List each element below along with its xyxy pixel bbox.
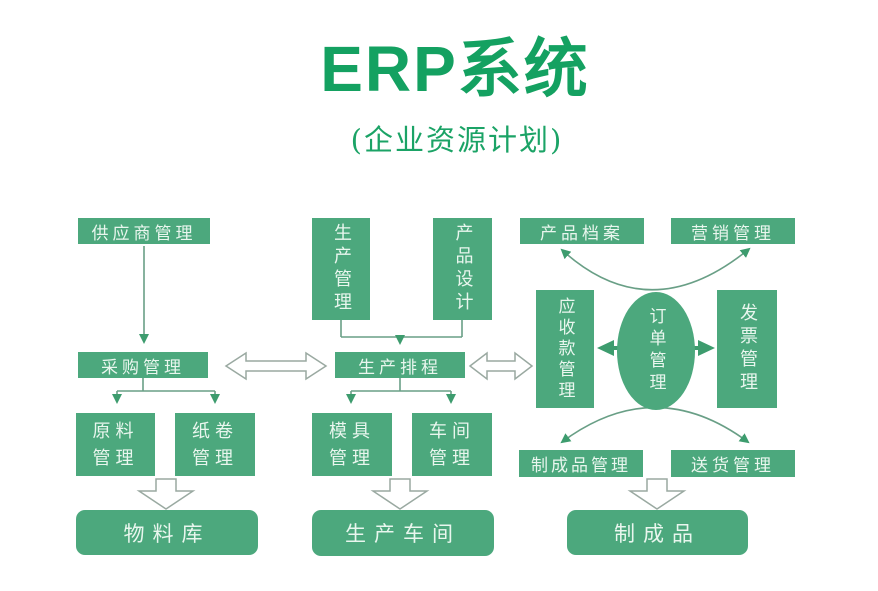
node-workshop-management: 车间 管理 xyxy=(412,413,492,476)
double-arrow-purchasing-scheduling xyxy=(224,351,328,381)
node-purchasing-management: 采购管理 xyxy=(78,352,208,378)
node-material-store: 物料库 xyxy=(76,510,258,555)
node-mold-management: 模具 管理 xyxy=(312,413,392,476)
tree-purchasing-children xyxy=(112,378,220,404)
tree-merge-to-scheduling xyxy=(340,320,463,345)
block-arrow-to-finished-goods xyxy=(627,478,687,510)
curve-order-to-finishedmgmt-and-delivery xyxy=(560,406,750,444)
node-production-management: 生产管理 xyxy=(312,218,370,320)
node-marketing-management: 营销管理 xyxy=(671,218,795,244)
node-invoice-management: 发票管理 xyxy=(717,290,777,408)
node-finished-goods-management: 制成品管理 xyxy=(519,450,643,477)
node-paper-roll-management: 纸卷 管理 xyxy=(175,413,255,476)
node-receivables-management: 应收款管理 xyxy=(536,290,594,408)
arrow-order-to-invoice xyxy=(692,340,715,356)
node-raw-material-management: 原料 管理 xyxy=(76,413,155,476)
block-arrow-to-production-workshop xyxy=(370,478,430,510)
node-production-workshop: 生产车间 xyxy=(312,510,494,556)
node-production-scheduling: 生产排程 xyxy=(335,352,465,378)
node-order-management: 订单管理 xyxy=(617,292,695,410)
page-title: ERP系统 xyxy=(320,33,590,105)
node-delivery-management: 送货管理 xyxy=(671,450,795,477)
page-subtitle: (企业资源计划) xyxy=(350,123,564,157)
curve-order-to-archive-and-marketing xyxy=(560,247,751,291)
block-arrow-to-material-store xyxy=(136,478,196,510)
node-product-archive: 产品档案 xyxy=(520,218,644,244)
node-finished-goods: 制成品 xyxy=(567,510,748,555)
node-supplier-management: 供应商管理 xyxy=(78,218,210,244)
double-arrow-scheduling-receivables xyxy=(468,351,534,381)
tree-scheduling-children xyxy=(346,378,456,404)
node-product-design: 产品设计 xyxy=(433,218,492,320)
